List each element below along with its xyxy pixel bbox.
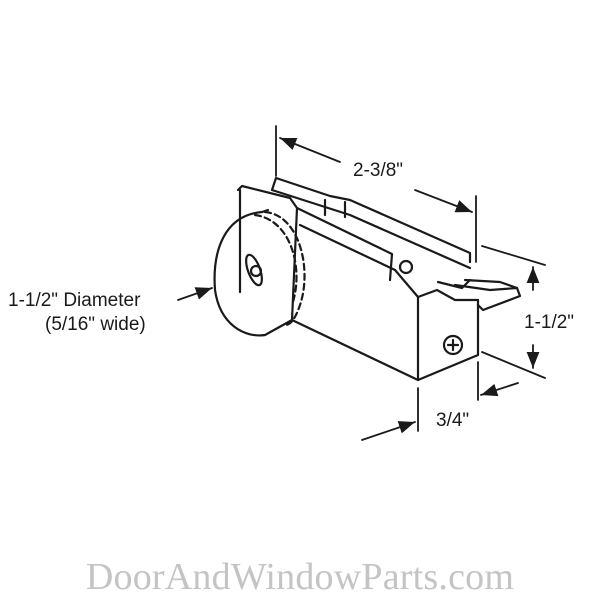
length-dimension-label: 2-3/8" xyxy=(353,160,404,181)
main-body xyxy=(298,223,480,382)
front-plate xyxy=(236,184,420,382)
dimension-width xyxy=(361,361,519,441)
top-channel xyxy=(270,176,472,270)
wheel-width-label: (5/16" wide) xyxy=(45,314,146,335)
height-dimension-label: 1-1/2" xyxy=(524,312,575,333)
dimension-length xyxy=(275,125,477,263)
width-dimension-label: 3/4" xyxy=(436,410,470,431)
watermark: DoorAndWindowParts.com xyxy=(85,556,515,598)
side-screw xyxy=(442,334,464,356)
diameter-leader xyxy=(177,287,213,301)
wheel-diameter-label: 1-1/2" Diameter xyxy=(8,290,141,311)
dimension-height xyxy=(481,245,546,379)
tab-extension xyxy=(453,278,522,312)
wheel xyxy=(213,208,306,337)
